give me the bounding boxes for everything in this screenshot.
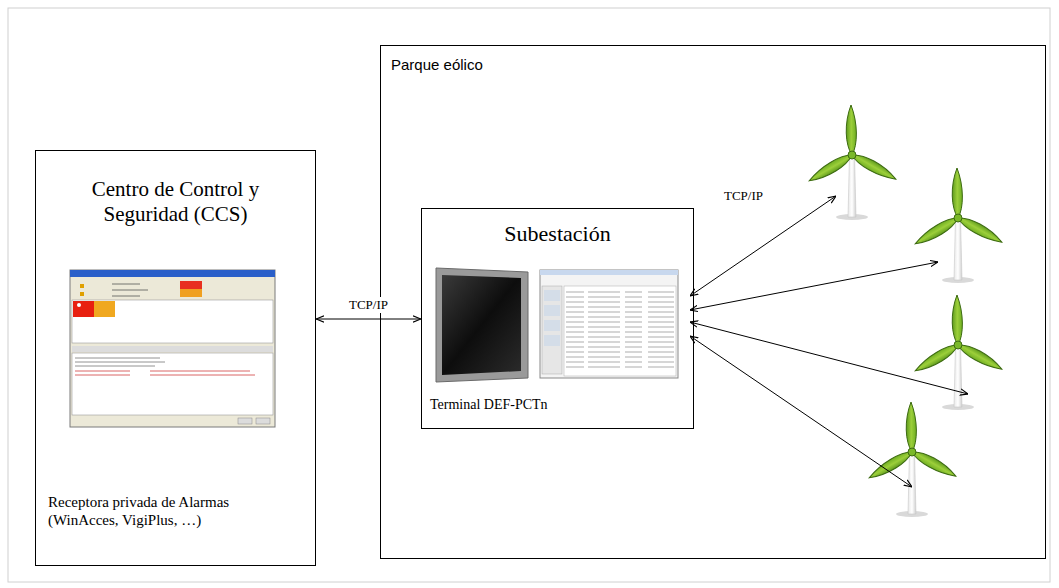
box-caption: Terminal DEF-PCTn [430, 397, 548, 414]
box-title: Centro de Control y Seguridad (CCS) [36, 177, 315, 227]
outer-frame [8, 8, 1050, 582]
wind-turbine [913, 168, 1005, 283]
box-title: Subestación [422, 221, 693, 247]
turbine-links [690, 196, 968, 487]
wind-turbine [867, 402, 959, 517]
network-link [316, 319, 421, 320]
alarm-receiver-screenshot [70, 270, 275, 427]
wind-turbine [913, 295, 1005, 410]
box-caption: Receptora privada de Alarmas (WinAcces, … [48, 493, 298, 529]
wind-farm-region: Parque eólicoSubestaciónTerminal DEF-PCT… [380, 45, 1046, 559]
protocol-label: TCP/IP [722, 188, 765, 204]
edge-label: TCP/IP [347, 297, 390, 313]
terminal-monitor [436, 268, 528, 382]
substation-box: SubestaciónTerminal DEF-PCTn [421, 208, 694, 429]
wind-turbine [807, 105, 899, 220]
control-center-box: Centro de Control y Seguridad (CCS) Recep… [35, 150, 316, 566]
region-title: Parque eólico [391, 56, 483, 74]
terminal-software-screenshot [540, 270, 678, 378]
